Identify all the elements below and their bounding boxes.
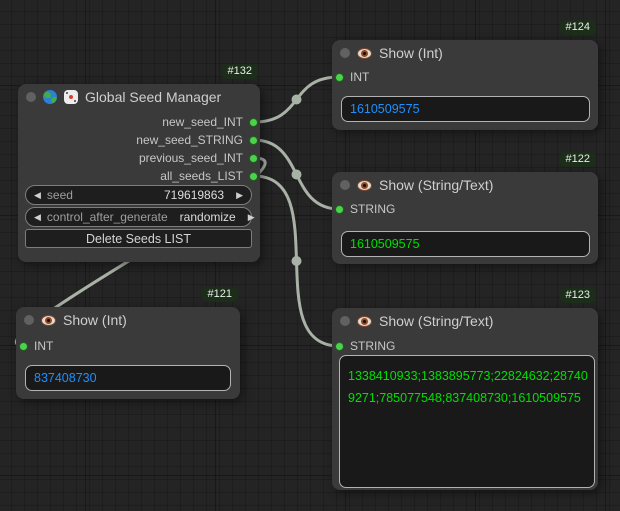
output-label: new_seed_INT	[162, 115, 243, 129]
node-titlebar[interactable]: Show (String/Text)	[332, 172, 598, 198]
control-after-generate-widget[interactable]: ◀ control_after_generate randomize ▶	[25, 207, 255, 227]
input-row: INT	[332, 68, 598, 86]
output-row: new_seed_INT	[18, 113, 260, 131]
output-socket-new-seed-string[interactable]	[249, 135, 258, 145]
output-socket-all-seeds-list[interactable]	[249, 171, 258, 181]
node-show-int-121[interactable]: #121 Show (Int) INT 837408730	[16, 287, 240, 399]
node-title: Show (String/Text)	[379, 177, 494, 193]
string-value-display[interactable]: 1338410933;1383895773;22824632;287409271…	[339, 355, 595, 488]
collapse-dot-icon[interactable]	[26, 92, 36, 102]
node-show-string-123[interactable]: #123 Show (String/Text) STRING 133841093…	[332, 288, 598, 490]
output-row: previous_seed_INT	[18, 149, 260, 167]
input-socket-string[interactable]	[335, 341, 344, 351]
output-socket-previous-seed-int[interactable]	[249, 153, 258, 163]
output-row: new_seed_STRING	[18, 131, 260, 149]
string-value-display[interactable]: 1610509575	[341, 231, 590, 257]
eye-icon	[357, 179, 372, 191]
output-socket-new-seed-int[interactable]	[249, 117, 258, 127]
dice-icon	[64, 90, 78, 104]
seed-widget-label: seed	[46, 188, 73, 202]
node-title: Show (Int)	[63, 312, 127, 328]
input-row: STRING	[332, 337, 598, 355]
seed-widget-value[interactable]: 719619863	[164, 188, 225, 202]
input-row: STRING	[332, 200, 598, 218]
control-after-generate-label: control_after_generate	[46, 210, 168, 224]
node-id-badge: #123	[559, 288, 596, 303]
globe-icon	[43, 90, 57, 104]
eye-icon	[357, 315, 372, 327]
decrement-arrow-icon[interactable]: ◀	[34, 189, 41, 200]
eye-icon	[41, 314, 56, 326]
control-after-generate-value[interactable]: randomize	[179, 210, 236, 224]
input-socket-string[interactable]	[335, 204, 344, 214]
node-id-badge: #121	[201, 287, 238, 302]
node-id-badge: #122	[559, 152, 596, 167]
node-titlebar[interactable]: Show (Int)	[332, 40, 598, 66]
output-label: new_seed_STRING	[136, 133, 243, 147]
input-socket-int[interactable]	[335, 72, 344, 82]
collapse-dot-icon[interactable]	[340, 48, 350, 58]
eye-icon	[357, 47, 372, 59]
input-row: INT	[16, 337, 240, 355]
node-titlebar[interactable]: Show (String/Text)	[332, 308, 598, 334]
link-midpoint-dot[interactable]	[291, 94, 302, 105]
node-id-badge: #132	[221, 64, 258, 79]
input-label: INT	[350, 70, 370, 84]
int-value-display[interactable]: 837408730	[25, 365, 231, 391]
increment-arrow-icon[interactable]: ▶	[236, 189, 243, 200]
node-title: Show (Int)	[379, 45, 443, 61]
int-value-display[interactable]: 1610509575	[341, 96, 590, 122]
output-label: all_seeds_LIST	[160, 169, 243, 183]
collapse-dot-icon[interactable]	[340, 180, 350, 190]
node-global-seed-manager[interactable]: #132 Global Seed Manager new_seed_INT ne…	[18, 64, 260, 262]
next-option-arrow-icon[interactable]: ▶	[247, 211, 255, 222]
input-label: STRING	[350, 339, 396, 353]
input-socket-int[interactable]	[19, 341, 28, 351]
collapse-dot-icon[interactable]	[24, 315, 34, 325]
link-midpoint-dot[interactable]	[291, 256, 302, 266]
input-label: STRING	[350, 202, 396, 216]
node-titlebar[interactable]: Show (Int)	[16, 307, 240, 333]
collapse-dot-icon[interactable]	[340, 316, 350, 326]
link-midpoint-dot[interactable]	[291, 169, 302, 180]
node-title: Show (String/Text)	[379, 313, 494, 329]
output-label: previous_seed_INT	[138, 151, 243, 165]
node-show-int-124[interactable]: #124 Show (Int) INT 1610509575	[332, 20, 598, 130]
node-title: Global Seed Manager	[85, 89, 222, 105]
node-id-badge: #124	[559, 20, 596, 35]
output-row: all_seeds_LIST	[18, 167, 260, 185]
prev-option-arrow-icon[interactable]: ◀	[34, 211, 41, 222]
input-label: INT	[34, 339, 54, 353]
node-show-string-122[interactable]: #122 Show (String/Text) STRING 161050957…	[332, 152, 598, 264]
node-titlebar[interactable]: Global Seed Manager	[18, 84, 260, 110]
delete-seeds-list-button[interactable]: Delete Seeds LIST	[25, 229, 252, 248]
seed-widget[interactable]: ◀ seed 719619863 ▶	[25, 185, 252, 205]
